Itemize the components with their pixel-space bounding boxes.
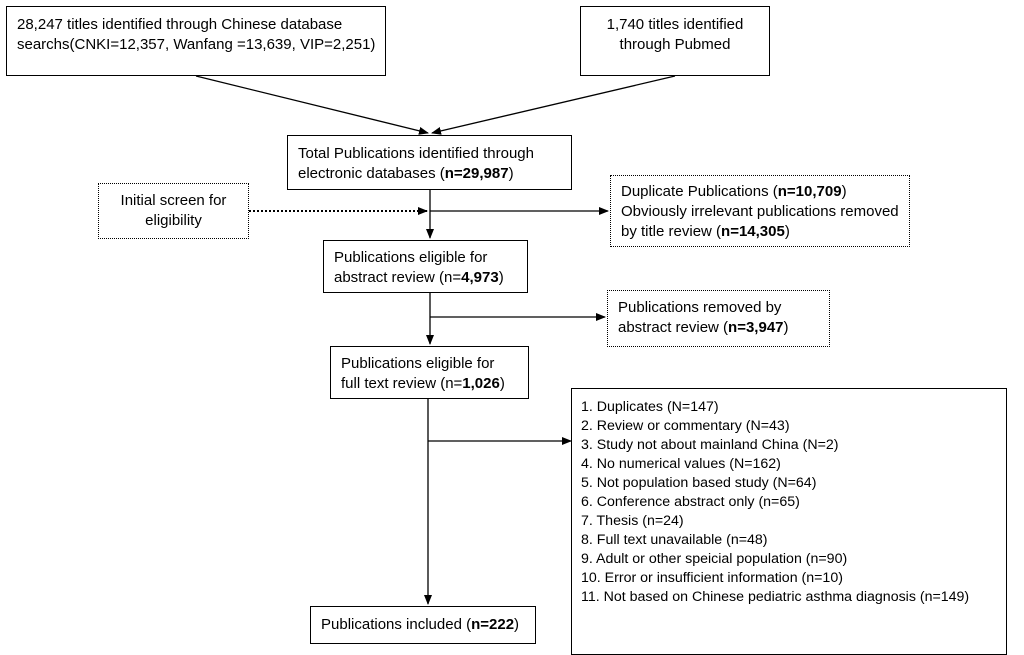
total-publications-box: Total Publications identified through el…: [287, 135, 572, 190]
arrow-pubmed-to-total: [431, 75, 676, 135]
exclusion-reason-item: 9. Adult or other speicial population (n…: [581, 551, 848, 567]
exclusion-reason-item: 3. Study not about mainland China (N=2): [581, 437, 839, 453]
abstract-removed-line1: Publications removed by: [618, 299, 782, 316]
pubmed-line1: 1,740 titles identified: [606, 16, 744, 33]
duplicates-removed-box: Duplicate Publications (n=10,709) Obviou…: [610, 175, 910, 247]
exclusion-reasons-box: 1. Duplicates (N=147) 2. Review or comme…: [571, 388, 1007, 655]
exclusion-reason-item: 5. Not population based study (N=64): [581, 475, 817, 491]
exclusion-reason-item: 8. Full text unavailable (n=48): [581, 532, 768, 548]
fulltext-review-box: Publications eligible for full text revi…: [330, 346, 529, 399]
exclusion-reason-item: 11. Not based on Chinese pediatric asthm…: [581, 589, 970, 605]
exclusion-reason-item: 4. No numerical values (N=162): [581, 456, 781, 472]
exclusion-reason-item: 2. Review or commentary (N=43): [581, 418, 790, 434]
included-line: Publications included (n=222): [321, 616, 520, 633]
chinese-search-line1: 28,247 titles identified through Chinese…: [17, 16, 343, 33]
total-count: n=29,987: [444, 165, 509, 182]
abstract-review-line1: Publications eligible for: [334, 249, 488, 266]
included-count: n=222: [471, 616, 515, 633]
pubmed-search-box: 1,740 titles identified through Pubmed: [580, 6, 770, 76]
abstract-removed-count: n=3,947: [728, 319, 784, 336]
abstract-review-count: 4,973: [461, 269, 499, 286]
fulltext-review-count: 1,026: [462, 375, 500, 392]
initial-screen-box: Initial screen for eligibility: [98, 183, 249, 239]
abstract-removed-box: Publications removed by abstract review …: [607, 290, 830, 347]
abstract-review-box: Publications eligible for abstract revie…: [323, 240, 528, 293]
exclusion-reason-item: 10. Error or insufficient information (n…: [581, 570, 843, 586]
arrow-chinese-to-total: [195, 75, 429, 135]
duplicates-line3: by title review (n=14,305): [621, 223, 790, 240]
chinese-search-line2: searchs(CNKI=12,357, Wanfang =13,639, VI…: [17, 36, 376, 53]
initial-screen-line2: eligibility: [145, 212, 202, 229]
publications-included-box: Publications included (n=222): [310, 606, 536, 644]
fulltext-review-line2: full text review (n=1,026): [341, 375, 505, 392]
pubmed-line2: through Pubmed: [619, 36, 731, 53]
title-review-count: n=14,305: [721, 223, 785, 240]
duplicates-line1: Duplicate Publications (n=10,709): [621, 183, 847, 200]
fulltext-review-line1: Publications eligible for: [341, 355, 495, 372]
abstract-removed-line2: abstract review (n=3,947): [618, 319, 789, 336]
exclusion-reason-item: 7. Thesis (n=24): [581, 513, 684, 529]
total-line2: electronic databases (n=29,987): [298, 165, 514, 182]
total-line1: Total Publications identified through: [298, 145, 534, 162]
duplicates-line2: Obviously irrelevant publications remove…: [621, 203, 899, 220]
exclusion-reason-item: 1. Duplicates (N=147): [581, 399, 719, 415]
initial-screen-line1: Initial screen for: [120, 192, 227, 209]
exclusion-reason-item: 6. Conference abstract only (n=65): [581, 494, 800, 510]
abstract-review-line2: abstract review (n=4,973): [334, 269, 504, 286]
duplicates-count: n=10,709: [777, 183, 842, 200]
chinese-database-search-box: 28,247 titles identified through Chinese…: [6, 6, 386, 76]
exclusion-reasons-list: 1. Duplicates (N=147) 2. Review or comme…: [581, 398, 1006, 607]
